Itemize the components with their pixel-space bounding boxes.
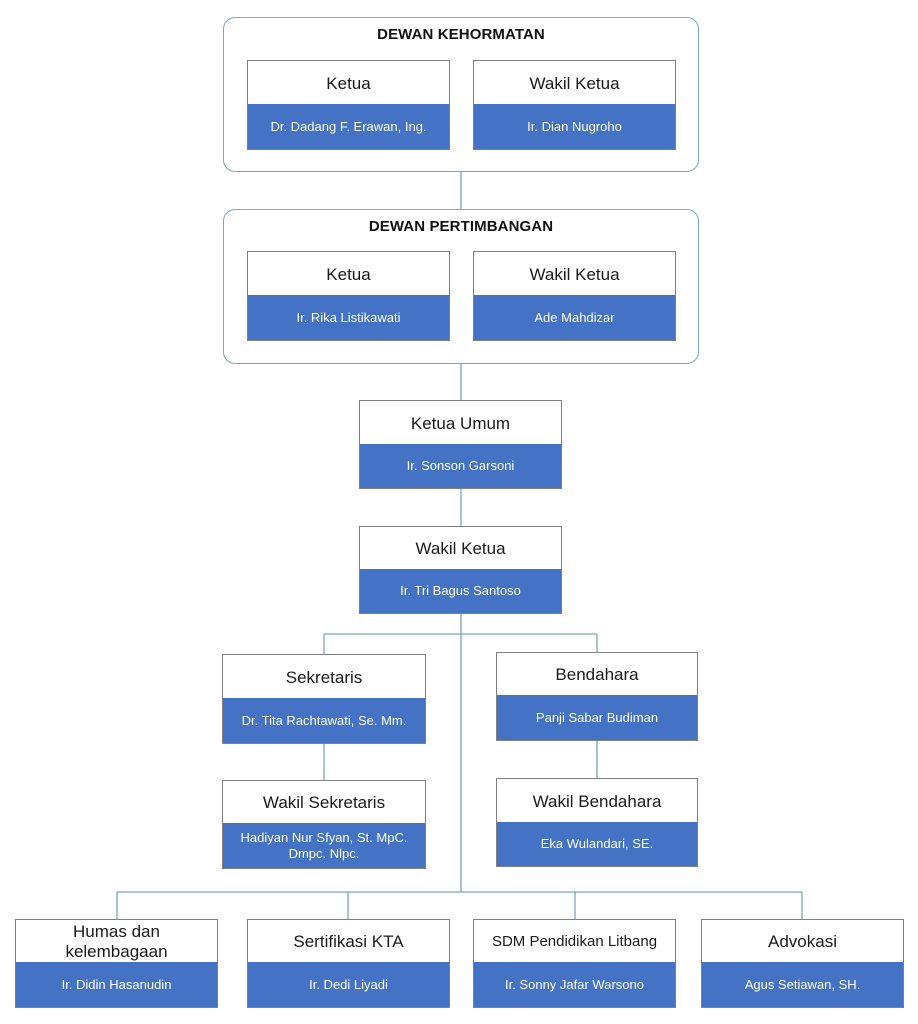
wakil-sekretaris-card: Wakil Sekretaris Hadiyan Nur Sfyan, St. …	[222, 780, 426, 869]
card-name: Dr. Dadang F. Erawan, Ing.	[248, 104, 449, 149]
division-card-humas: Humas dan kelembagaan Ir. Didin Hasanudi…	[15, 919, 218, 1008]
dewan-kehormatan-ketua-card: Ketua Dr. Dadang F. Erawan, Ing.	[247, 60, 450, 150]
card-name: Ir. Dedi Liyadi	[248, 962, 449, 1007]
division-card-sertifikasi: Sertifikasi KTA Ir. Dedi Liyadi	[247, 919, 450, 1008]
dewan-pertimbangan-wakil-card: Wakil Ketua Ade Mahdizar	[473, 251, 676, 341]
division-card-advokasi: Advokasi Agus Setiawan, SH.	[701, 919, 904, 1008]
card-name: Ir. Didin Hasanudin	[16, 962, 217, 1007]
dewan-kehormatan-wakil-card: Wakil Ketua Ir. Dian Nugroho	[473, 60, 676, 150]
card-name: Ir. Sonson Garsoni	[360, 444, 561, 488]
dewan-pertimbangan-title: DEWAN PERTIMBANGAN	[368, 218, 554, 235]
card-role: Wakil Ketua	[529, 73, 620, 93]
card-role: Ketua	[326, 264, 371, 284]
card-name: Ir. Dian Nugroho	[474, 104, 675, 149]
card-name: Eka Wulandari, SE.	[497, 822, 697, 866]
card-role: Advokasi	[768, 932, 837, 951]
dewan-kehormatan-title: DEWAN KEHORMATAN	[377, 26, 545, 43]
card-name: Ade Mahdizar	[474, 295, 675, 340]
card-role: Sertifikasi KTA	[293, 932, 404, 951]
card-role: Wakil Ketua	[415, 539, 506, 558]
card-role: Bendahara	[555, 665, 639, 684]
card-role: Humas dan kelembagaan	[65, 922, 168, 961]
card-name: Ir. Sonny Jafar Warsono	[474, 962, 675, 1007]
card-role: Wakil Sekretaris	[262, 793, 386, 812]
card-name: Hadiyan Nur Sfyan, St. MpC. Dmpc. Nlpc.	[223, 823, 425, 868]
dewan-pertimbangan-ketua-card: Ketua Ir. Rika Listikawati	[247, 251, 450, 341]
card-role: Wakil Bendahara	[532, 791, 662, 811]
division-card-sdm: SDM Pendidikan Litbang Ir. Sonny Jafar W…	[473, 919, 676, 1008]
card-role: Sekretaris	[285, 667, 363, 687]
card-role: Ketua Umum	[410, 413, 511, 433]
wakil-bendahara-card: Wakil Bendahara Eka Wulandari, SE.	[496, 778, 698, 867]
ketua-umum-card: Ketua Umum Ir. Sonson Garsoni	[359, 400, 562, 489]
card-name: Ir. Rika Listikawati	[248, 295, 449, 340]
sekretaris-card: Sekretaris Dr. Tita Rachtawati, Se. Mm.	[222, 654, 426, 744]
card-name: Panji Sabar Budiman	[497, 695, 697, 740]
bendahara-card: Bendahara Panji Sabar Budiman	[496, 652, 698, 741]
card-name: Dr. Tita Rachtawati, Se. Mm.	[223, 698, 425, 743]
card-name: Agus Setiawan, SH.	[702, 962, 903, 1007]
card-name: Ir. Tri Bagus Santoso	[360, 569, 561, 613]
card-role: Wakil Ketua	[529, 264, 620, 284]
card-role: Ketua	[326, 73, 371, 93]
wakil-ketua-card: Wakil Ketua Ir. Tri Bagus Santoso	[359, 526, 562, 614]
card-role: SDM Pendidikan Litbang	[491, 933, 658, 950]
